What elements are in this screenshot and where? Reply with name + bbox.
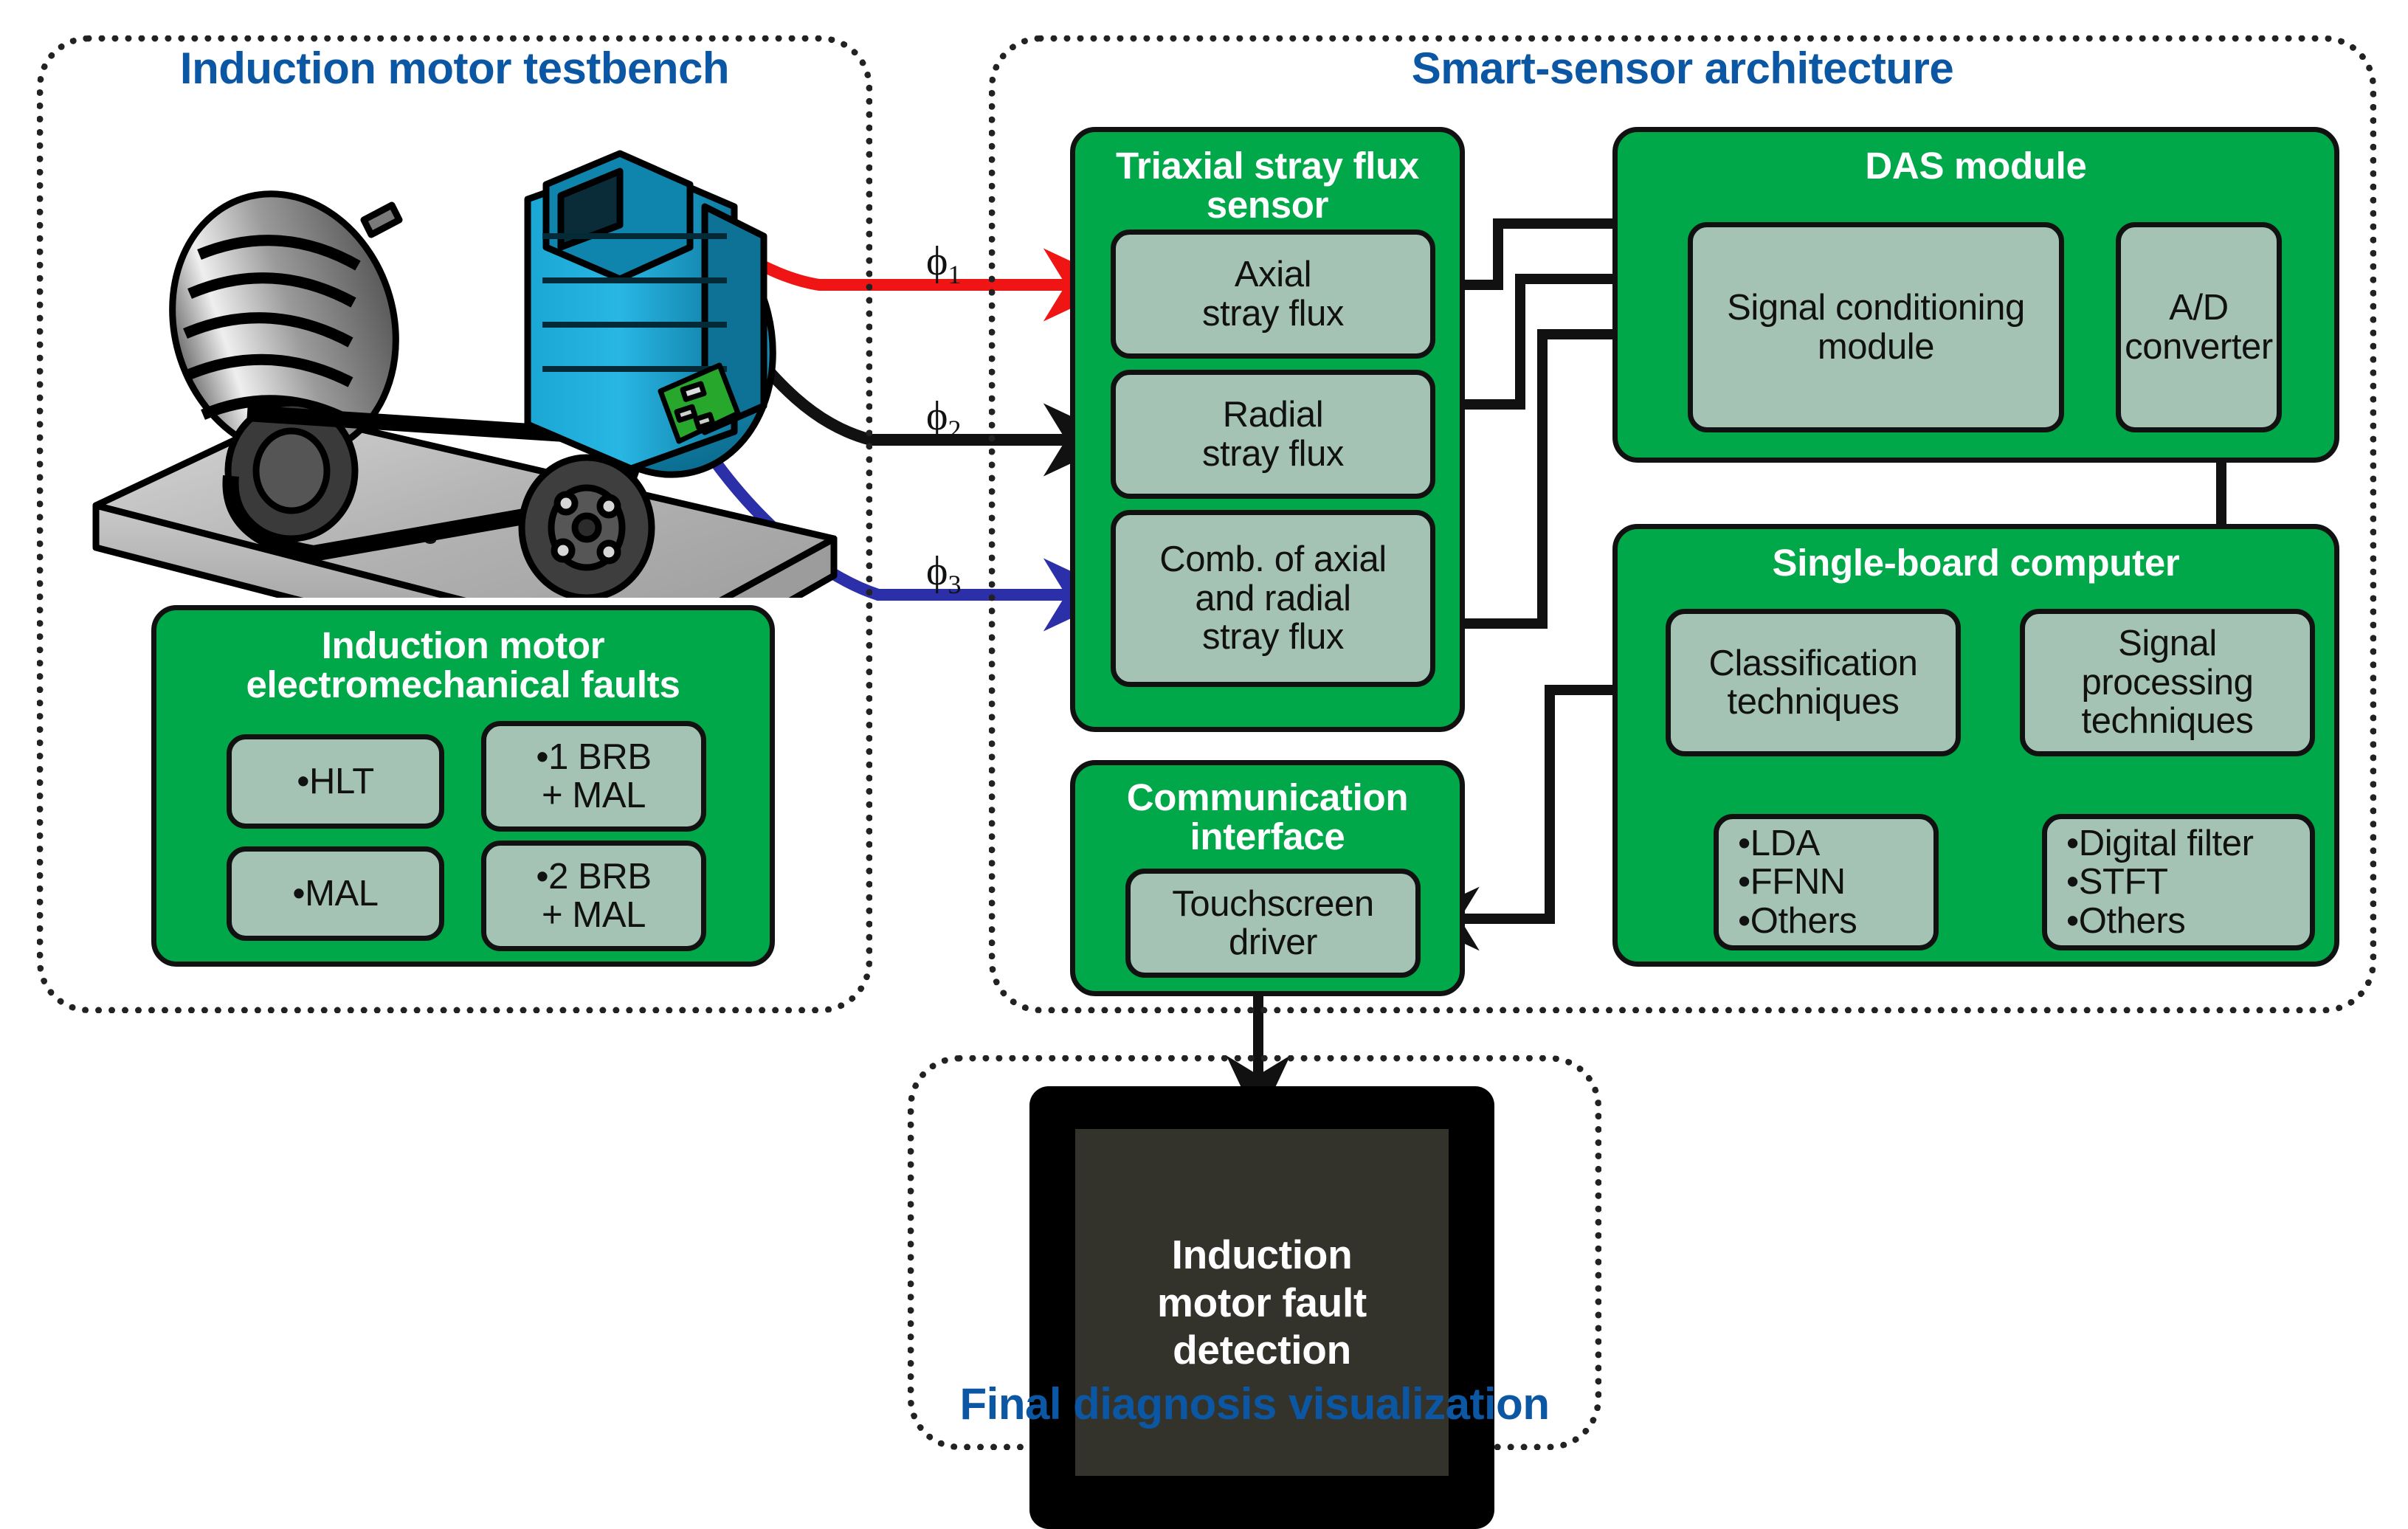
panel-visualization-title: Final diagnosis visualization xyxy=(959,1379,1550,1429)
panel-architecture xyxy=(989,35,2376,1013)
flux2-label: ϕ2 xyxy=(926,393,961,445)
sensor-group: Triaxial stray flux sensor Axial stray f… xyxy=(1070,127,1465,732)
das-item-adc[interactable]: A/D converter xyxy=(2116,222,2282,432)
flux3-label: ϕ3 xyxy=(926,548,961,600)
sbc-item-classification[interactable]: Classification techniques xyxy=(1666,609,1961,756)
sbc-item-processing-list[interactable]: •Digital filter •STFT •Others xyxy=(2042,814,2315,950)
sbc-item-signal-processing[interactable]: Signal processing techniques xyxy=(2020,609,2315,756)
flux1-label-symbol: ϕ xyxy=(926,238,948,284)
flux2-label-symbol: ϕ xyxy=(926,393,948,439)
sensor-item-axial-label: Axial stray flux xyxy=(1201,255,1345,334)
das-item-adc-label: A/D converter xyxy=(2125,288,2273,367)
sbc-item-classification-list[interactable]: •LDA •FFNN •Others xyxy=(1714,814,1939,950)
panel-architecture-title: Smart-sensor architecture xyxy=(1411,44,1954,93)
panel-testbench-title: Induction motor testbench xyxy=(179,44,730,93)
fault-item-2brb-mal[interactable]: •2 BRB + MAL xyxy=(481,841,706,951)
faults-group: Induction motor electromechanical faults… xyxy=(151,605,775,967)
sensor-item-axial[interactable]: Axial stray flux xyxy=(1111,229,1435,359)
faults-group-title: Induction motor electromechanical faults xyxy=(246,624,680,705)
comm-item-touchscreen-driver-label: Touchscreen driver xyxy=(1172,883,1374,962)
flux1-label-sub: 1 xyxy=(948,260,962,290)
sensor-item-combined[interactable]: Comb. of axial and radial stray flux xyxy=(1111,510,1435,687)
panel-testbench xyxy=(37,35,872,1013)
comm-group: Communication interface Touchscreen driv… xyxy=(1070,760,1465,996)
sensor-item-radial[interactable]: Radial stray flux xyxy=(1111,370,1435,499)
fault-item-mal-label: •MAL xyxy=(292,873,379,914)
sbc-item-signal-processing-label: Signal processing techniques xyxy=(2081,624,2254,742)
das-group-title: DAS module xyxy=(1865,145,2087,187)
sensor-item-combined-label: Comb. of axial and radial stray flux xyxy=(1159,539,1387,657)
comm-item-touchscreen-driver[interactable]: Touchscreen driver xyxy=(1125,869,1421,978)
tablet-screen: Induction motor fault detection xyxy=(1075,1129,1449,1476)
fault-item-2brb-mal-label: •2 BRB + MAL xyxy=(536,856,652,935)
flux2-label-sub: 2 xyxy=(948,415,962,445)
sbc-item-classification-list-label: •LDA •FFNN •Others xyxy=(1738,823,1857,941)
sensor-group-title: Triaxial stray flux sensor xyxy=(1115,145,1420,226)
sbc-group: Single-board computer Classification tec… xyxy=(1612,524,2339,967)
sbc-item-processing-list-label: •Digital filter •STFT •Others xyxy=(2066,823,2254,941)
fault-item-1brb-mal[interactable]: •1 BRB + MAL xyxy=(481,721,706,832)
sbc-item-classification-label: Classification techniques xyxy=(1708,643,1918,722)
fault-item-1brb-mal-label: •1 BRB + MAL xyxy=(536,736,652,815)
fault-item-mal[interactable]: •MAL xyxy=(227,846,444,941)
fault-item-hlt[interactable]: •HLT xyxy=(227,734,444,829)
comm-group-title: Communication interface xyxy=(1126,776,1409,857)
das-group: DAS module Signal conditioning module A/… xyxy=(1612,127,2339,463)
flux1-label: ϕ1 xyxy=(926,238,961,290)
fault-item-hlt-label: •HLT xyxy=(297,761,374,801)
flux3-label-symbol: ϕ xyxy=(926,548,948,594)
das-item-signal-conditioning-label: Signal conditioning module xyxy=(1727,288,2025,367)
sensor-item-radial-label: Radial stray flux xyxy=(1201,395,1345,474)
sbc-group-title: Single-board computer xyxy=(1772,542,2180,584)
das-item-signal-conditioning[interactable]: Signal conditioning module xyxy=(1688,222,2064,432)
induction-motor-testbench-illustration xyxy=(92,150,838,598)
flux3-label-sub: 3 xyxy=(948,570,962,600)
tablet-device: Induction motor fault detection xyxy=(1029,1086,1494,1529)
diagram-canvas: Induction motor testbench xyxy=(37,35,2376,1529)
